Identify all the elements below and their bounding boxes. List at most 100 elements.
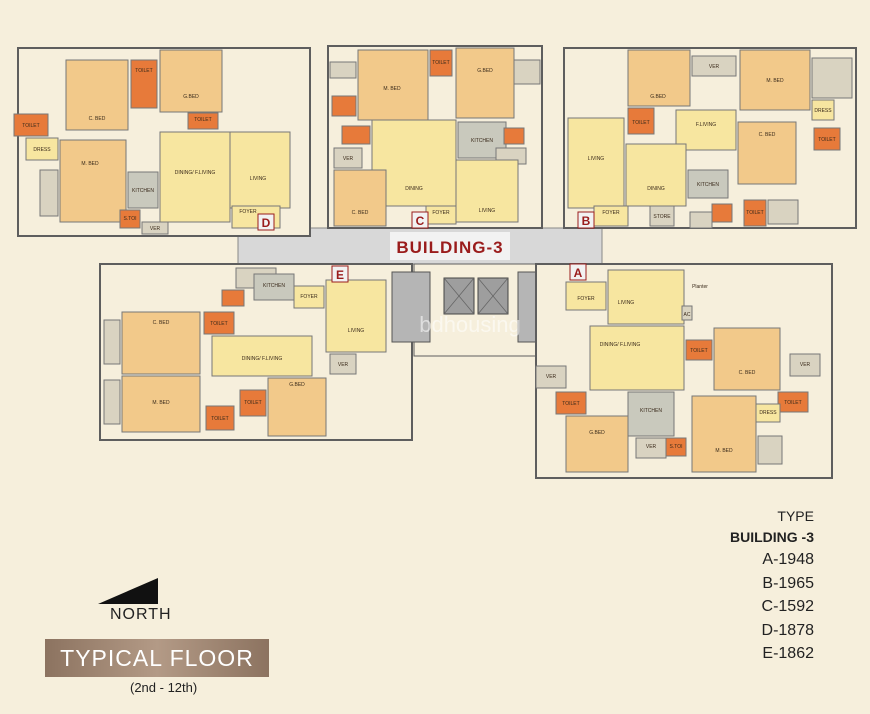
- unit-b-tag-box: [577, 211, 595, 229]
- unit-e-foyer: [293, 285, 325, 309]
- unit-c-ver-label: VER: [343, 156, 354, 162]
- unit-a-toilet-1: [685, 339, 713, 361]
- type-legend: TYPE BUILDING -3 A-1948 B-1965 C-1592 D-…: [730, 506, 814, 666]
- unit-a-cbed: [713, 327, 781, 391]
- unit-e-gbed: [267, 377, 327, 437]
- unit-d-kitchen-label: KITCHEN: [132, 188, 154, 194]
- legend-building: BUILDING -3: [730, 529, 814, 545]
- unit-a-kitchen-label: KITCHEN: [640, 408, 662, 414]
- unit-d-mbed: [59, 139, 127, 223]
- unit-d-tag-box: [257, 213, 275, 231]
- unit-c-ver-1: [329, 61, 357, 79]
- unit-c-living-label: LIVING: [479, 208, 496, 214]
- unit-d-tag: D: [262, 216, 271, 230]
- unit-b-stoi: [711, 203, 733, 223]
- unit-c-tag-box: [411, 211, 429, 229]
- unit-e-gbed-label: G.BED: [289, 382, 305, 388]
- unit-d-gbed: [159, 49, 223, 113]
- unit-d-cbed-label: C. BED: [89, 116, 106, 122]
- unit-d-cbed: [65, 59, 129, 131]
- unit-d-dress-label: DRESS: [33, 147, 51, 153]
- unit-a-ver-2: [535, 365, 567, 389]
- unit-c-cbed-label: C. BED: [352, 210, 369, 216]
- legend-item: B-1965: [762, 574, 814, 592]
- unit-e-stoi: [221, 289, 245, 307]
- unit-c-toilet-label: TOILET: [432, 60, 449, 66]
- unit-b-kitchen-label: KITCHEN: [697, 182, 719, 188]
- north-label: NORTH: [110, 606, 172, 623]
- unit-e-living-label: LIVING: [348, 328, 365, 334]
- unit-d-gbed-label: G.BED: [183, 94, 199, 100]
- unit-a-tag: A: [574, 266, 583, 280]
- unit-d-stoi: [119, 209, 141, 229]
- unit-a-ac: [681, 305, 693, 321]
- north-arrow-icon: [98, 578, 158, 604]
- unit-a-ver-1: [789, 353, 821, 377]
- watermark: bdhousing: [419, 312, 521, 337]
- unit-c-cbed: [333, 169, 387, 227]
- unit-d-toilet-label-3: TOILET: [22, 123, 39, 129]
- unit-c-tag: C: [416, 214, 425, 228]
- unit-e-toilet-label-2: TOILET: [211, 416, 228, 422]
- unit-c-kitchen-label: KITCHEN: [471, 138, 493, 144]
- unit-e-ver-2: [329, 353, 357, 375]
- unit-d-toilet-label-2: TOILET: [194, 117, 211, 123]
- unit-d-foyer-label: FOYER: [239, 209, 257, 215]
- legend-item: E-1862: [762, 645, 814, 662]
- unit-a-dining-label: DINING/ F.LIVING: [600, 342, 641, 348]
- unit-c-foyer-label: FOYER: [432, 210, 450, 216]
- unit-b-dress: [811, 99, 835, 121]
- unit-d-mbed-label: M. BED: [81, 161, 99, 167]
- lift-1-cross-b: [443, 277, 475, 315]
- unit-b-toilet-2: [627, 107, 655, 135]
- unit-e-toilet-label-3: TOILET: [244, 400, 261, 406]
- unit-a-tag-box: [569, 263, 587, 281]
- unit-d-toilet-1: [130, 59, 158, 109]
- unit-d-dining-label: DINING/ F.LIVING: [175, 170, 216, 176]
- unit-a-gbed: [565, 415, 629, 473]
- unit-b-toilet-3: [743, 199, 767, 227]
- unit-a-ver-label-3: VER: [646, 444, 657, 450]
- unit-b-cbed-label: C. BED: [759, 132, 776, 138]
- legend-item: A-1948: [762, 551, 814, 568]
- unit-b: B G.BED M. BED VER DRESS TOILET TOILET L…: [563, 47, 857, 229]
- unit-e-foyer-label: FOYER: [300, 294, 318, 300]
- unit-b-mbed: [739, 49, 811, 111]
- unit-a-ver-label: VER: [800, 362, 811, 368]
- unit-e-toilet-1: [203, 311, 235, 335]
- unit-c-living: [455, 159, 519, 223]
- unit-b-mbed-label: M. BED: [766, 78, 784, 84]
- unit-b-toilet-1: [813, 127, 841, 151]
- unit-b-store-label: STORE: [653, 214, 671, 220]
- unit-e-tag: E: [336, 268, 344, 282]
- unit-b-gbed-label: G.BED: [650, 94, 666, 100]
- unit-a-toilet-label: TOILET: [690, 348, 707, 354]
- unit-c-dining-label: DINING: [405, 186, 423, 192]
- unit-a-foyer-label: FOYER: [577, 296, 595, 302]
- unit-b-foyer: [593, 205, 629, 227]
- unit-e-kitchen-label: KITCHEN: [263, 283, 285, 289]
- unit-a-toilet-label-2: TOILET: [784, 400, 801, 406]
- unit-b-f-living-label: F.LIVING: [696, 122, 716, 128]
- floor-subtitle: (2nd - 12th): [130, 680, 198, 695]
- unit-a: A FOYER LIVING DINING/ F.LIVING Planter …: [535, 263, 833, 479]
- unit-a-mbed: [691, 395, 757, 473]
- unit-b-dress-label: DRESS: [814, 108, 832, 114]
- unit-b-ver-1: [691, 55, 737, 77]
- unit-e-ver-4: [103, 379, 121, 425]
- unit-a-toilet-3: [555, 391, 587, 415]
- unit-b-toilet-label-3: TOILET: [746, 210, 763, 216]
- unit-a-mbed-label: M. BED: [715, 448, 733, 454]
- unit-d-kitchen: [127, 171, 159, 209]
- unit-e-tag-box: [331, 265, 349, 283]
- unit-c-ver-3: [333, 147, 363, 169]
- unit-a-toilet-2: [777, 391, 809, 413]
- legend-heading: TYPE: [777, 508, 814, 524]
- unit-e-dining-label: DINING/ F.LIVING: [242, 356, 283, 362]
- unit-b-dining-label: DINING: [647, 186, 665, 192]
- unit-c-mbed: [357, 49, 429, 121]
- unit-d-living: [229, 131, 291, 209]
- unit-b-toilet-label: TOILET: [818, 137, 835, 143]
- unit-d-toilet-3: [13, 113, 49, 137]
